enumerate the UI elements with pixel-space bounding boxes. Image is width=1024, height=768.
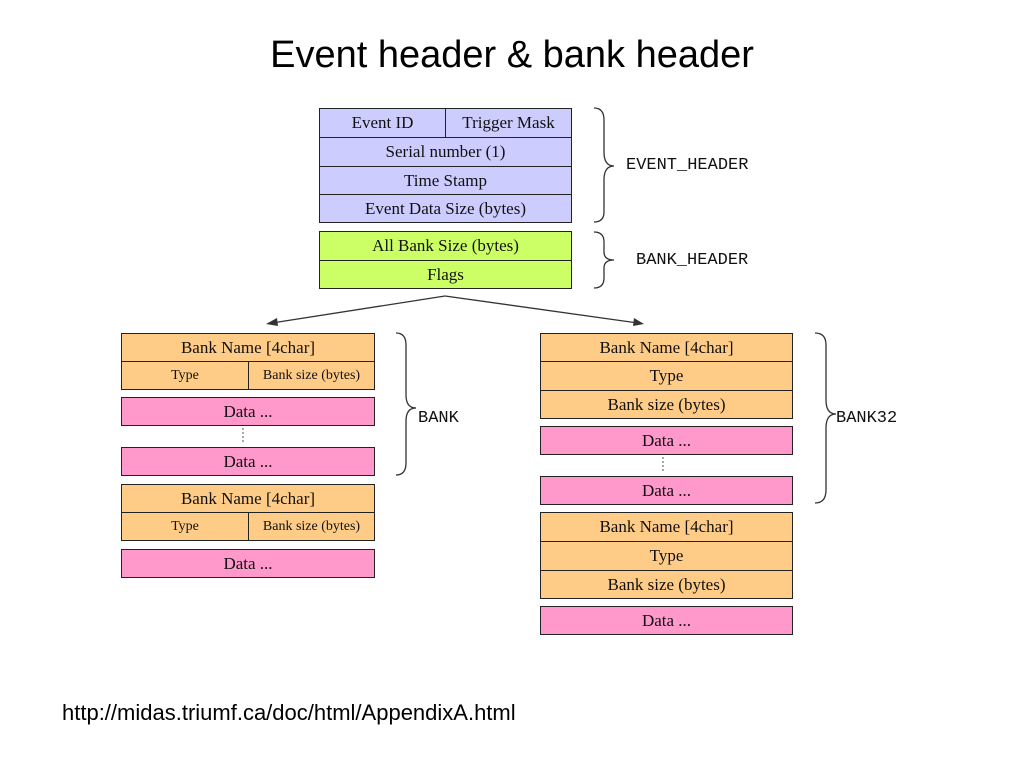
bank-brace [395, 332, 417, 476]
bank32-size-cell: Bank size (bytes) [540, 570, 793, 599]
event-id-cell: Event ID [319, 108, 446, 138]
bank32-label: BANK32 [836, 409, 898, 428]
bank-size-cell: Bank size (bytes) [248, 512, 375, 541]
bank32-type-cell: Type [540, 361, 793, 391]
bank32-brace [814, 332, 837, 504]
arrow-to-bank [271, 295, 446, 324]
bank-data-cell: Data ... [121, 397, 375, 426]
bank-type-cell: Type [121, 512, 249, 541]
arrow-to-bank32 [444, 295, 639, 324]
event-data-size-cell: Event Data Size (bytes) [319, 194, 572, 223]
arrow-to-bank32-head [633, 318, 644, 326]
bank32-data-cell: Data ... [540, 606, 793, 635]
bank-name-cell: Bank Name [4char] [121, 484, 375, 513]
bank-label: BANK [418, 409, 459, 428]
bank-data-cell: Data ... [121, 447, 375, 476]
trigger-mask-cell: Trigger Mask [445, 108, 572, 138]
bank-header-label: BANK_HEADER [636, 251, 749, 270]
time-stamp-cell: Time Stamp [319, 166, 572, 195]
event-header-label: EVENT_HEADER [626, 156, 749, 175]
bank32-data-cell: Data ... [540, 476, 793, 505]
bank-data-cell: Data ... [121, 549, 375, 578]
event-header-brace [593, 107, 615, 223]
bank-type-cell: Type [121, 361, 249, 390]
bank32-data-cell: Data ... [540, 426, 793, 455]
arrow-to-bank-head [266, 318, 278, 326]
source-url: http://midas.triumf.ca/doc/html/Appendix… [62, 700, 516, 725]
flags-cell: Flags [319, 260, 572, 289]
bank32-type-cell: Type [540, 541, 793, 571]
bank32-size-cell: Bank size (bytes) [540, 390, 793, 419]
all-bank-size-cell: All Bank Size (bytes) [319, 231, 572, 261]
bank-header-brace [593, 231, 615, 289]
slide-title: Event header & bank header [270, 34, 754, 76]
bank-name-cell: Bank Name [4char] [121, 333, 375, 362]
serial-number-cell: Serial number (1) [319, 137, 572, 167]
bank32-name-cell: Bank Name [4char] [540, 512, 793, 542]
bank32-name-cell: Bank Name [4char] [540, 333, 793, 362]
bank-size-cell: Bank size (bytes) [248, 361, 375, 390]
